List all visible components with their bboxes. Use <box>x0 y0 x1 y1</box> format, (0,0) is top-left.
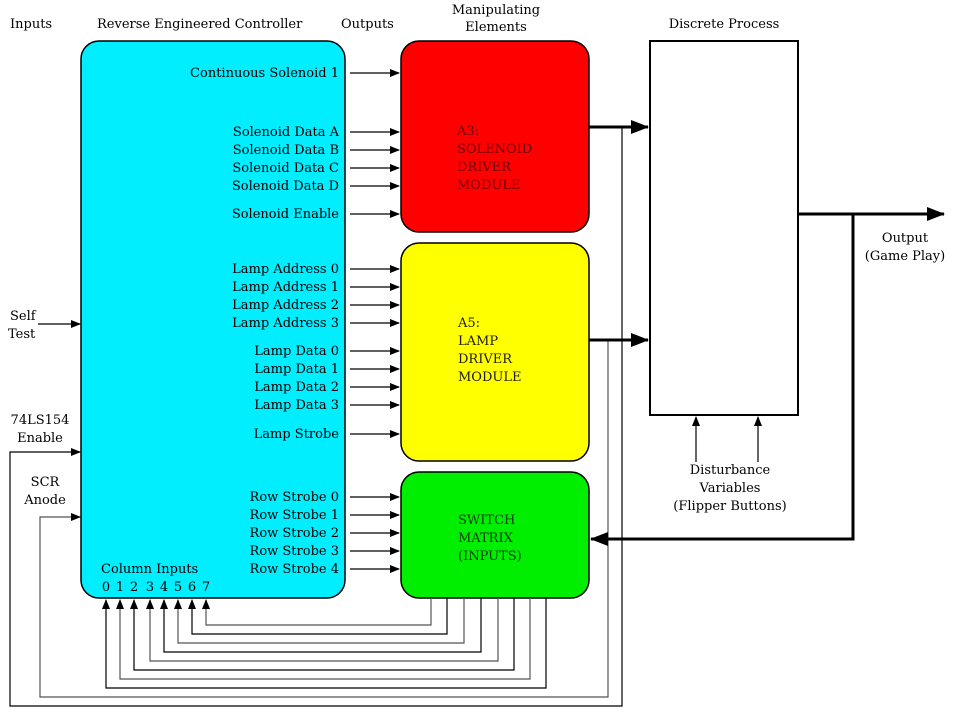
row-strobe-signal-label: Row Strobe 4 <box>250 562 339 577</box>
column-inputs-title: Column Inputs <box>101 562 198 577</box>
header-manipulating-2: Elements <box>465 20 527 35</box>
column-wire-0 <box>102 598 547 689</box>
disturbance-label-line-2: Variables <box>699 481 761 496</box>
solenoid-signal-label: Solenoid Data B <box>233 143 339 158</box>
solenoid-driver-block <box>400 40 590 233</box>
header-manipulating-1: Manipulating <box>452 3 540 18</box>
header-inputs: Inputs <box>10 17 52 32</box>
column-wire-3 <box>146 598 499 662</box>
process-to-switch-feedback <box>590 214 855 546</box>
disturbance-label-line-3: (Flipper Buttons) <box>673 499 786 514</box>
header-controller: Reverse Engineered Controller <box>97 17 303 32</box>
solenoid-signal-label: Solenoid Enable <box>232 207 339 222</box>
lamp-signal-label: Lamp Address 3 <box>232 316 339 331</box>
solenoid-line-3: DRIVER <box>457 160 512 175</box>
solenoid-signal-label: Solenoid Data D <box>232 179 339 194</box>
scr-anode-feedback-wire <box>39 340 609 698</box>
solenoid-signal-label: Continuous Solenoid 1 <box>190 66 339 81</box>
output-label-line-2: (Game Play) <box>865 249 945 264</box>
column-input-number: 5 <box>174 580 182 595</box>
header-process: Discrete Process <box>669 17 780 32</box>
lamp-signal-label: Lamp Data 3 <box>254 398 339 413</box>
input-scr-anode-line-2: Anode <box>23 493 66 508</box>
lamp-line-3: DRIVER <box>458 352 513 367</box>
input-self-test-line-2: Test <box>8 327 36 342</box>
solenoid-line-4: MODULE <box>457 178 520 193</box>
controller-output-signals: Continuous Solenoid 1 Solenoid Data A Sole… <box>190 66 400 577</box>
switch-matrix-block <box>400 471 590 599</box>
lamp-signal-label: Lamp Address 0 <box>232 262 339 277</box>
column-wire-1 <box>116 598 531 680</box>
row-strobe-signal-label: Row Strobe 3 <box>250 544 339 559</box>
lamp-line-4: MODULE <box>458 370 521 385</box>
solenoid-line-2: SOLENOID <box>457 142 532 157</box>
solenoid-line-1: A3: <box>456 124 479 139</box>
column-wire-5 <box>174 598 465 644</box>
lamp-signal-label: Lamp Address 1 <box>232 280 339 295</box>
header-outputs: Outputs <box>341 17 394 32</box>
column-input-number: 2 <box>130 580 138 595</box>
row-strobe-signal-label: Row Strobe 1 <box>250 508 339 523</box>
row-strobe-signal-label: Row Strobe 0 <box>250 490 339 505</box>
lamp-line-2: LAMP <box>458 334 498 349</box>
input-74ls154-line-1: 74LS154 <box>11 413 70 428</box>
lamp-driver-label: A5: LAMP DRIVER MODULE <box>457 316 521 385</box>
enable-feedback-wire <box>9 127 623 707</box>
lamp-driver-block <box>400 242 590 462</box>
switch-matrix-label: SWITCH MATRIX (INPUTS) <box>458 513 522 564</box>
lamp-signal-label: Lamp Data 0 <box>254 344 339 359</box>
column-input-number: 7 <box>202 580 210 595</box>
column-wire-7 <box>202 598 432 626</box>
solenoid-driver-label: A3: SOLENOID DRIVER MODULE <box>456 124 532 193</box>
lamp-signal-label: Lamp Data 1 <box>254 362 339 377</box>
disturbance-label-line-1: Disturbance <box>690 463 771 478</box>
lamp-signal-label: Lamp Strobe <box>254 427 340 442</box>
input-74ls154-line-2: Enable <box>17 431 63 446</box>
column-input-number: 0 <box>102 580 110 595</box>
row-strobe-signal-label: Row Strobe 2 <box>250 526 339 541</box>
controller-block <box>80 40 346 599</box>
column-input-wires <box>102 598 547 689</box>
column-input-number: 3 <box>146 580 154 595</box>
lamp-signal-label: Lamp Address 2 <box>232 298 339 313</box>
column-wire-2 <box>130 598 515 671</box>
discrete-process-block <box>649 40 799 416</box>
solenoid-signal-label: Solenoid Data A <box>233 125 340 140</box>
column-input-number: 6 <box>188 580 196 595</box>
column-wire-6 <box>188 598 448 635</box>
switch-line-3: (INPUTS) <box>458 549 522 564</box>
output-label-line-1: Output <box>882 231 929 246</box>
solenoid-signal-label: Solenoid Data C <box>232 161 339 176</box>
input-scr-anode-line-1: SCR <box>31 475 61 490</box>
input-self-test-line-1: Self <box>10 309 37 324</box>
column-wire-4 <box>160 598 482 653</box>
switch-line-2: MATRIX <box>458 531 514 546</box>
column-input-number: 4 <box>160 580 168 595</box>
column-input-number: 1 <box>116 580 124 595</box>
lamp-line-1: A5: <box>457 316 480 331</box>
lamp-signal-label: Lamp Data 2 <box>254 380 339 395</box>
switch-line-1: SWITCH <box>458 513 515 528</box>
